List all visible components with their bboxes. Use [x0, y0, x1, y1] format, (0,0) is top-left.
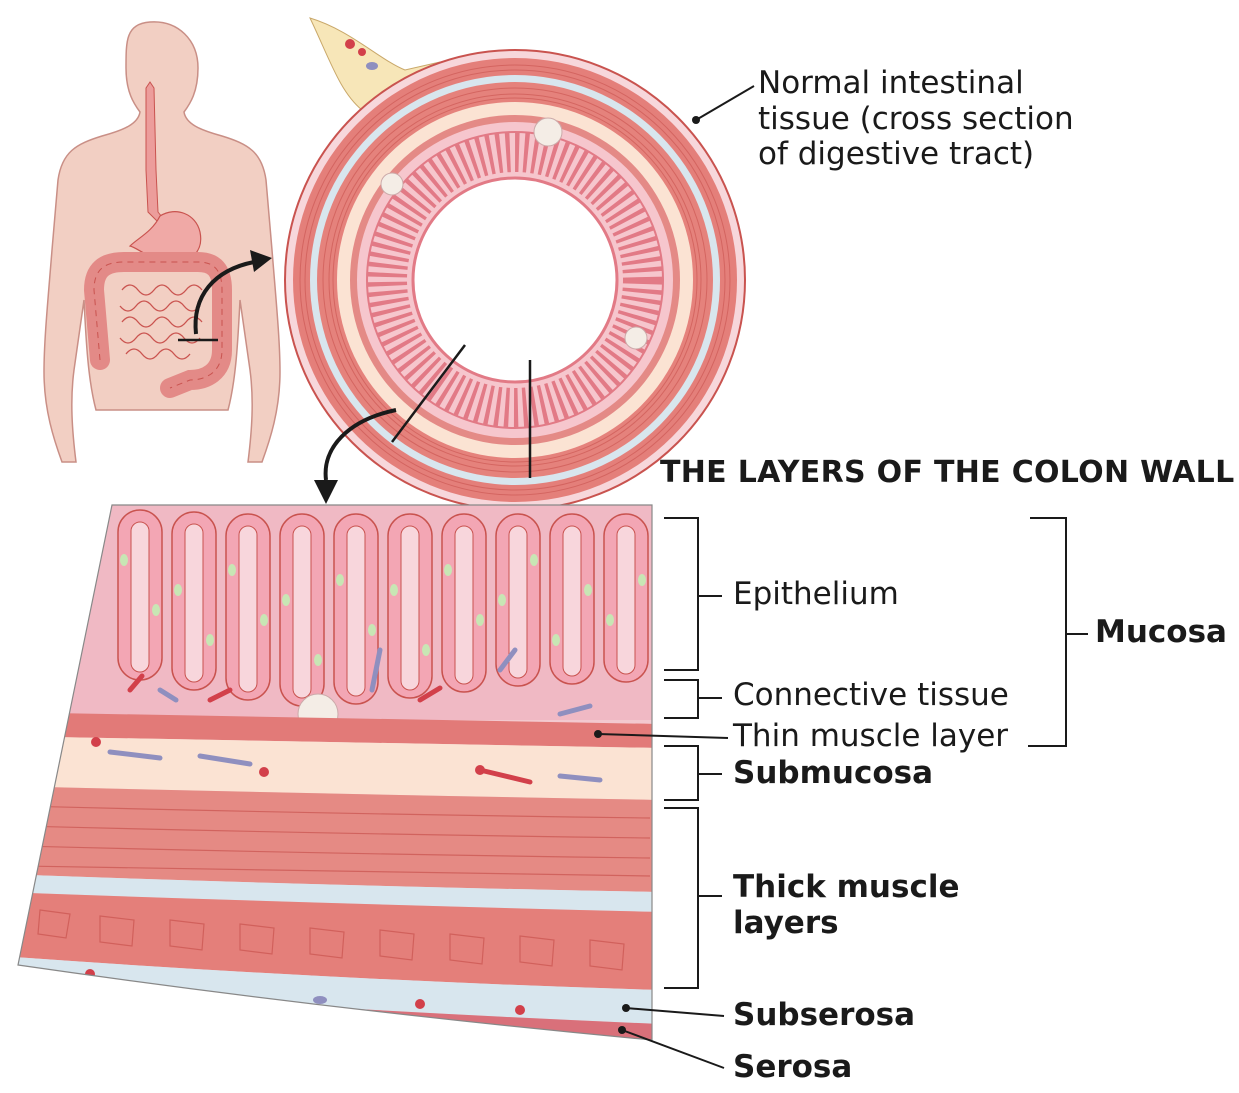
human-body-figure	[44, 22, 280, 462]
label-connective-tissue: Connective tissue	[733, 678, 1009, 714]
label-subserosa: Subserosa	[733, 998, 915, 1034]
label-normal-tissue-line3: of digestive tract)	[758, 137, 1074, 173]
diagram-title: THE LAYERS OF THE COLON WALL	[660, 456, 1235, 491]
lumen	[413, 178, 617, 382]
label-normal-tissue-line1: Normal intestinal	[758, 66, 1074, 102]
label-normal-tissue-line2: tissue (cross section	[758, 102, 1074, 138]
label-thick-muscle-line2: layers	[733, 906, 959, 942]
label-thin-muscle-layer: Thin muscle layer	[733, 719, 1008, 755]
label-normal-tissue: Normal intestinal tissue (cross section …	[758, 66, 1074, 173]
leader-normal-tissue	[696, 86, 754, 120]
label-thick-muscle-line1: Thick muscle	[733, 870, 959, 906]
cross-section	[285, 18, 754, 510]
label-serosa: Serosa	[733, 1050, 852, 1086]
label-epithelium: Epithelium	[733, 577, 899, 613]
label-submucosa: Submucosa	[733, 756, 933, 792]
label-thick-muscle-layers: Thick muscle layers	[733, 870, 959, 941]
thick-muscle-outer	[0, 786, 660, 892]
label-mucosa: Mucosa	[1095, 615, 1227, 651]
